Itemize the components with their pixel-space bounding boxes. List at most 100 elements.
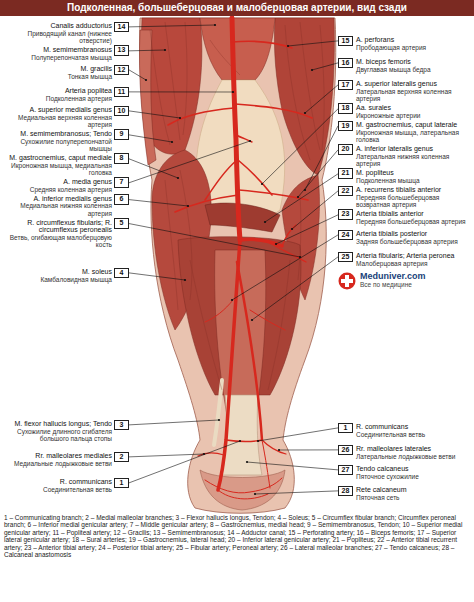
latin-label: M. popliteus (356, 169, 470, 177)
leader-line (129, 135, 172, 142)
callout-number: 11 (114, 87, 129, 98)
leader-dot (177, 177, 179, 179)
leader-line (292, 191, 338, 229)
callout-number: 2 (114, 452, 129, 463)
callout-number-text: 26 (342, 446, 350, 453)
label-group: Arteria fibularis; Arteria peroneaМалобе… (356, 252, 470, 267)
callout-number: 15 (338, 36, 353, 47)
russian-label: Медиальные лодыжковые ветви (2, 460, 112, 467)
label-group: M. gastrocnemius, caput lateraleИкроножн… (356, 121, 470, 143)
label-group: A. inferior medialis genusМедиальная ниж… (2, 195, 112, 217)
russian-label: Икроножные артерии (356, 112, 470, 119)
leader-dot (287, 45, 289, 47)
callout-number-text: 12 (118, 66, 126, 73)
leader-dot (239, 440, 241, 442)
label-group: Rete calcaneumПяточная сеть (356, 486, 470, 501)
label-group: Rr. malleolares medialesМедиальные лодыж… (2, 452, 112, 467)
russian-label: Задняя большеберцовая артерия (356, 238, 470, 245)
callout-number: 22 (338, 186, 353, 197)
russian-label: Латеральные лодыжковые ветви (356, 453, 470, 460)
label-group: A. media genusСредняя коленная артерия (2, 178, 112, 193)
label-group: Rr. malleolares lateralesЛатеральные лод… (356, 445, 470, 460)
label-group: M. gracilisТонкая мышца (2, 65, 112, 80)
leader-line (298, 150, 338, 197)
callout-number-text: 9 (120, 130, 124, 137)
russian-label: Пяточное сухожилие (356, 473, 470, 480)
callout-number: 23 (338, 209, 353, 220)
latin-label: Canalis adductorius (2, 22, 112, 30)
callout-number-text: 2 (120, 453, 124, 460)
callout-number: 1 (338, 423, 353, 434)
callout-number: 18 (338, 103, 353, 114)
latin-label: Rete calcaneum (356, 486, 470, 494)
leader-line (262, 109, 338, 184)
russian-label: Подколенная мышца (356, 177, 470, 184)
label-group: A. perforansПрободающая артерия (356, 36, 470, 51)
flexor-tendon (214, 380, 222, 445)
russian-label: Подколенная артерия (2, 95, 112, 102)
leader-line (312, 63, 338, 70)
russian-label: Сухожилие полуперепончатой мышцы (2, 138, 112, 152)
callout-number-text: 15 (342, 37, 350, 44)
russian-label: Камбаловидная мышца (2, 276, 112, 283)
callout-number: 8 (114, 153, 129, 164)
callout-number: 16 (338, 58, 353, 69)
callout-number-text: 17 (342, 81, 350, 88)
leader-dot (184, 279, 186, 281)
callout-number-text: 1 (344, 424, 348, 431)
leader-line (129, 70, 146, 80)
leader-dot (297, 196, 299, 198)
latin-label: A. inferior lateralis genus (356, 145, 470, 153)
leader-dot (257, 440, 259, 442)
latin-label: Arteria tibialis anterior (356, 210, 470, 218)
leader-line (129, 111, 180, 118)
callout-number-text: 7 (120, 178, 124, 185)
callout-number-text: 6 (120, 195, 124, 202)
leader-dot (187, 205, 189, 207)
russian-label: Двуглавая мышца бедра (356, 66, 470, 73)
leader-dot (261, 183, 263, 185)
arteries (168, 18, 312, 499)
russian-label: Сухожилие длинного сгибателя большого па… (2, 428, 112, 442)
label-group: M. soleusКамбаловидная мышца (2, 268, 112, 283)
label-group: R. communicansСоединительная ветвь (356, 423, 470, 438)
callout-number-text: 10 (118, 107, 126, 114)
popliteus-muscle (205, 203, 280, 232)
russian-label: Ветвь, огибающая малоберцовую кость (2, 234, 112, 248)
leader-line (129, 273, 185, 280)
leader-line (129, 224, 300, 257)
latin-label: Arteria tibialis posterior (356, 230, 470, 238)
heel (200, 470, 285, 510)
callout-number: 1 (114, 478, 129, 489)
russian-label: Икроножная мышца, медиальная головка (2, 162, 112, 176)
leader-line (305, 85, 338, 113)
leader-dot (171, 141, 173, 143)
callout-number: 26 (338, 445, 353, 456)
latin-label: Tendo calcaneus (356, 465, 470, 473)
latin-label: R. circumflexus fibularis; R. circumflex… (2, 219, 112, 234)
russian-label: Соединительная ветвь (356, 431, 470, 438)
label-group: A. superior medialis genusМедиальная вер… (2, 106, 112, 128)
russian-label: Приводящий канал (нижнее отверстие) (2, 30, 112, 44)
latin-label: Arteria fibularis; Arteria peronea (356, 252, 470, 260)
label-group: A. inferior lateralis genusЛатеральная н… (356, 145, 470, 167)
leg-outline (140, 18, 336, 513)
callout-number: 24 (338, 230, 353, 241)
label-group: M. gastrocnemius, caput medialeИкроножна… (2, 154, 112, 176)
callout-number-text: 13 (118, 46, 126, 53)
callout-number-text: 4 (120, 269, 124, 276)
callout-number-text: 28 (342, 487, 350, 494)
latin-label: A. superior medialis genus (2, 106, 112, 114)
leader-dot (145, 79, 147, 81)
label-group: M. popliteusПодколенная мышца (356, 169, 470, 184)
leader-line (305, 126, 338, 190)
watermark: Meduniver.comВсе по медицине (338, 271, 470, 289)
latin-label: Arteria poplitea (2, 87, 112, 95)
leader-dot (278, 449, 280, 451)
russian-label: Передняя большеберцовая возвратная артер… (356, 194, 470, 208)
leader-line (279, 449, 338, 450)
latin-label: M. gracilis (2, 65, 112, 73)
latin-label: M. semimembranosus; Tendo (2, 130, 112, 138)
label-group: R. circumflexus fibularis; R. circumflex… (2, 219, 112, 249)
callout-number-text: 27 (342, 466, 350, 473)
